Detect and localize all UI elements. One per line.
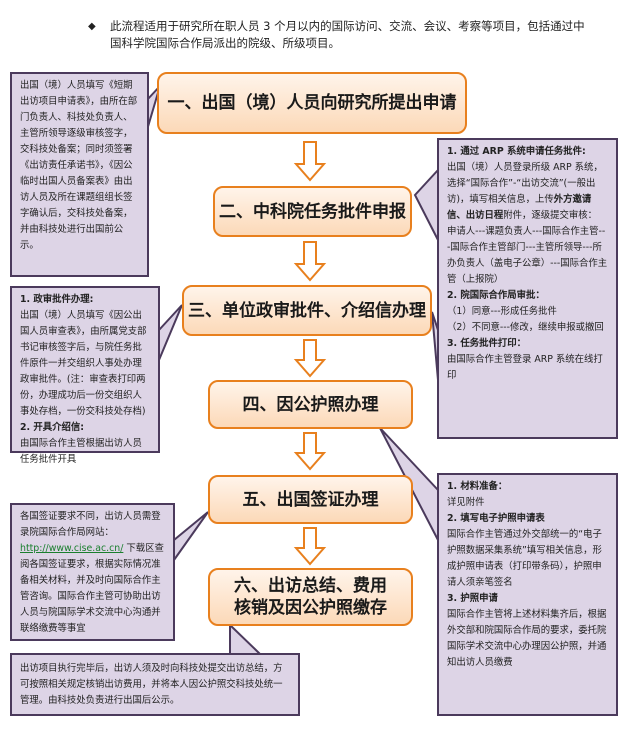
note-text: 各国签证要求不同，出访人员需登录院国际合作局网站： — [20, 511, 161, 538]
note-heading: 2. 填写电子护照申请表 — [447, 513, 545, 524]
note-text-bold: 外方邀请信、出访日程 — [447, 194, 592, 221]
note-text: 国际合作主管通过外交部统一的“电子护照数据采集系统”填写相关信息，形成护照申请表… — [447, 529, 602, 588]
callout-pointer — [173, 511, 209, 561]
step-5-visa: 五、出国签证办理 — [208, 475, 413, 524]
note-political-review: 1. 政审批件办理: 出国（境）人员填写《因公出国人员审查表》，由所属党支部书记… — [10, 286, 160, 465]
note-text: （2）不同意---修改，继续申报或撤回 — [447, 322, 604, 333]
note-text: 由国际合作主管登录 ARP 系统在线打印 — [447, 354, 603, 381]
arrow-down-icon — [293, 527, 327, 566]
note-text: （1）同意---形成任务批件 — [447, 306, 557, 317]
note-text: 出国（境）人员填写《因公出国人员审查表》，由所属党支部书记审核签字后，与院任务批… — [20, 310, 147, 417]
note-heading: 1. 政审批件办理: — [20, 294, 94, 305]
callout-pointer — [413, 169, 439, 241]
arrow-down-icon — [293, 432, 327, 471]
note-text: 附件，逐级提交审核： — [503, 210, 598, 221]
note-heading: 1. 通过 ARP 系统申请任务批件: — [447, 146, 586, 157]
note-text: 出国（境）人员填写《短期出访项目申请表》，由所在部门负责人、科技处负责人、主管所… — [20, 80, 138, 251]
step-1-application: 一、出国（境）人员向研究所提出申请 — [157, 72, 467, 134]
note-text: 出国（境）人员登录所级 ARP 系统，选择“国际合作”-“出访交流”(一般出访)… — [447, 162, 603, 205]
note-summary: 出访项目执行完毕后，出访人须及时向科技处提交出访总结，方可按照相关规定核销出访费… — [10, 653, 300, 716]
step-3-political-review: 三、单位政审批件、介绍信办理 — [182, 285, 432, 336]
note-heading: 2. 院国际合作局审批： — [447, 290, 545, 301]
note-visa: 各国签证要求不同，出访人员需登录院国际合作局网站： http://www.cis… — [10, 503, 175, 641]
diamond-bullet-icon: ◆ — [88, 21, 96, 32]
note-text: 出访项目执行完毕后，出访人须及时向科技处提交出访总结，方可按照相关规定核销出访费… — [20, 663, 283, 706]
cise-website-link[interactable]: http://www.cise.ac.cn/ — [20, 543, 124, 554]
note-heading: 3. 任务批件打印： — [447, 338, 526, 349]
arrow-down-icon — [293, 339, 327, 378]
note-cas-approval: 1. 通过 ARP 系统申请任务批件: 出国（境）人员登录所级 ARP 系统，选… — [437, 138, 618, 439]
arrow-down-icon — [293, 241, 327, 282]
note-passport: 1. 材料准备： 详见附件 2. 填写电子护照申请表 国际合作主管通过外交部统一… — [437, 473, 618, 716]
step-4-passport: 四、因公护照办理 — [208, 380, 413, 429]
note-heading: 3. 护照申请 — [447, 593, 498, 604]
callout-pointer — [158, 304, 183, 361]
step-2-cas-approval: 二、中科院任务批件申报 — [213, 186, 412, 237]
arrow-down-icon — [293, 141, 327, 182]
note-text: 下载区查阅各国签证要求，根据实际情况准备相关材料，并及时向国际合作主管咨询。国际… — [20, 543, 164, 634]
note-heading: 1. 材料准备： — [447, 481, 508, 492]
callout-pointer — [229, 622, 261, 655]
note-text: 由国际合作主管根据出访人员任务批件开具 — [20, 438, 142, 465]
intro-text: 此流程适用于研究所在职人员 3 个月以内的国际访问、交流、会议、考察等项目，包括… — [110, 19, 585, 50]
note-application: 出国（境）人员填写《短期出访项目申请表》，由所在部门负责人、科技处负责人、主管所… — [10, 72, 149, 277]
note-text: 申请人---课题负责人---国际合作主管---国际合作主管部门---主管所领导-… — [447, 226, 608, 285]
intro-note: ◆ 此流程适用于研究所在职人员 3 个月以内的国际访问、交流、会议、考察等项目，… — [88, 18, 588, 52]
note-text: 国际合作主管将上述材料集齐后，根据外交部和院国际合作局的要求，委托院国际学术交流… — [447, 609, 607, 668]
step-6-summary: 六、出访总结、费用核销及因公护照缴存 — [208, 568, 413, 626]
note-heading: 2. 开具介绍信: — [20, 422, 84, 433]
note-text: 详见附件 — [447, 497, 485, 508]
